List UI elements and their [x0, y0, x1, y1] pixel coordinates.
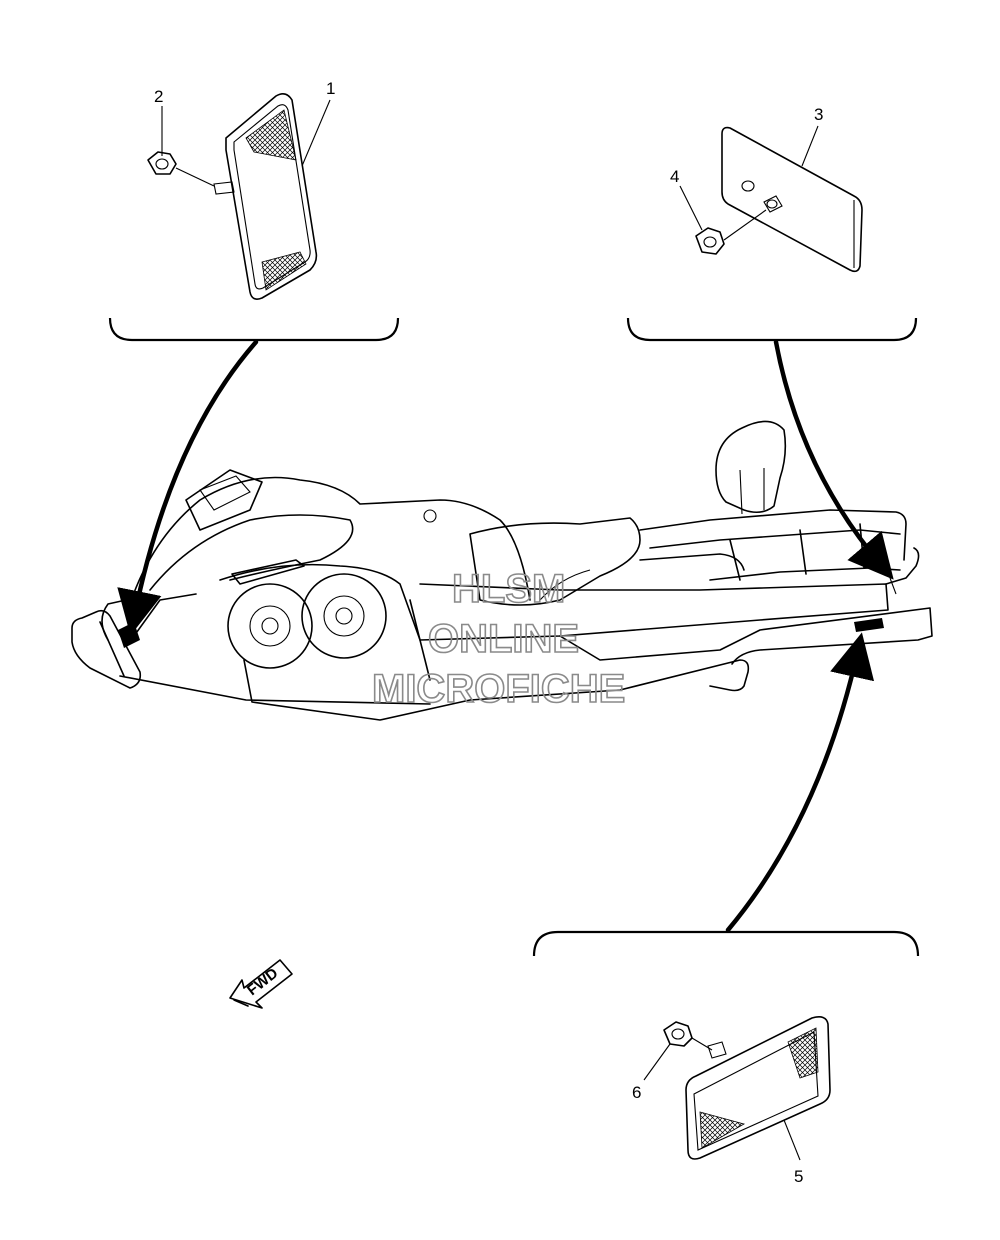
detail-bracket-top-right: [626, 317, 918, 342]
leader-part-1: [301, 99, 331, 167]
leader-arrow-front: [117, 339, 259, 636]
leader-part-5: [783, 1119, 801, 1161]
seat: [469, 517, 641, 606]
callout-part-2: 2: [154, 87, 163, 106]
callout-part-4: 4: [670, 167, 679, 186]
reflector-plate-rear: [721, 126, 863, 273]
leader-part-6: [643, 1043, 671, 1081]
reflector-front: [213, 92, 318, 300]
detail-rear-plate: 3 4: [626, 105, 918, 342]
drive-wheel-rear: [301, 573, 387, 659]
fwd-direction-arrow: FWD: [229, 959, 293, 1009]
callout-part-3: 3: [814, 105, 823, 124]
detail-side-reflector: 5 6: [532, 930, 920, 1186]
callout-part-5: 5: [794, 1167, 803, 1186]
detail-bracket-top-left: [108, 317, 400, 342]
nut-front: [147, 151, 215, 187]
watermark: HLSM ONLINE MICROFICHE: [371, 566, 626, 712]
drive-wheel-front: [227, 583, 313, 669]
detail-bracket-bottom-right: [532, 930, 920, 957]
watermark-line-2: ONLINE: [428, 617, 579, 661]
ski: [71, 609, 142, 689]
leader-part-3: [801, 125, 819, 167]
watermark-line-3: MICROFICHE: [372, 667, 625, 711]
callout-part-1: 1: [326, 79, 335, 98]
tunnel: [419, 583, 889, 641]
nut-rear: [695, 209, 767, 255]
detail-front-reflector: 1 2: [108, 79, 400, 342]
leader-arrow-side: [725, 632, 875, 933]
nut-side: [663, 1021, 713, 1051]
leader-arrow-rear: [773, 339, 894, 580]
hood: [127, 476, 531, 611]
rear-rack: [639, 509, 907, 561]
reflector-side: [685, 1016, 831, 1160]
fwd-label: FWD: [244, 965, 282, 1000]
callout-part-6: 6: [632, 1083, 641, 1102]
backrest: [715, 420, 787, 514]
snowmobile-illustration: [71, 420, 933, 721]
watermark-line-1: HLSM: [452, 567, 565, 611]
leader-part-4: [679, 185, 703, 231]
